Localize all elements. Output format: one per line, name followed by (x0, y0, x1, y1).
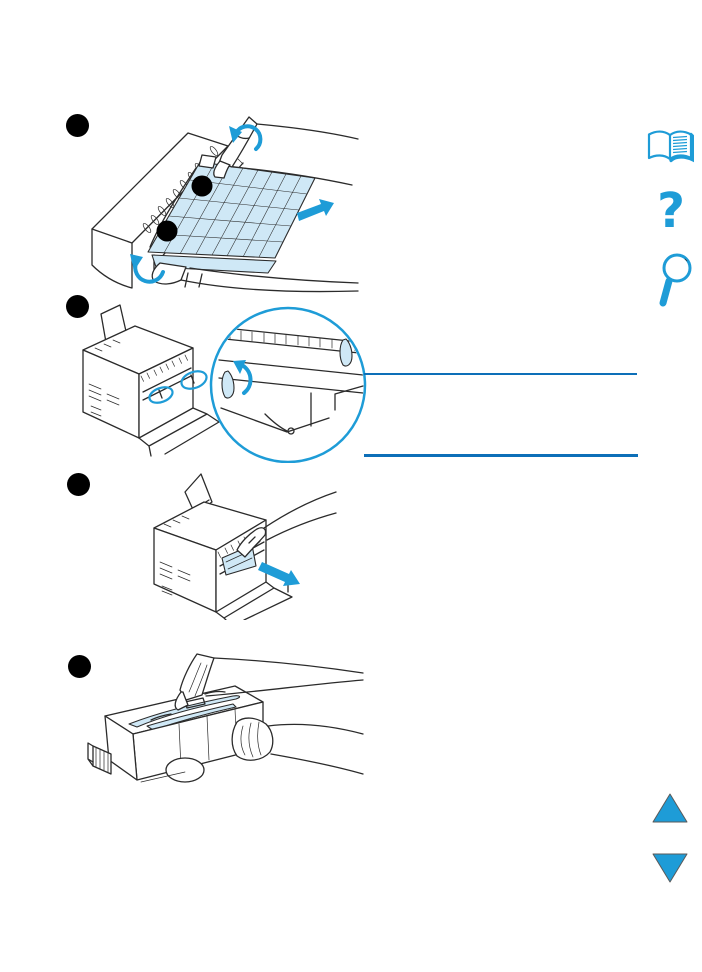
pull-arrow-icon (297, 199, 334, 221)
search-nav-button[interactable] (654, 248, 696, 308)
page-down-button[interactable] (652, 853, 688, 884)
rotate-arrow-bottom (130, 254, 165, 284)
question-mark-icon: ? (657, 183, 685, 239)
illustration-pull-fuser-out (153, 473, 337, 620)
callout-dot-2 (156, 220, 178, 242)
illustration-fuser-levers-detail (82, 304, 367, 463)
book-nav-button[interactable] (646, 127, 695, 165)
help-nav-button[interactable]: ? (654, 183, 688, 239)
step-4-marker (68, 655, 91, 678)
lever-callout-ellipse-2 (180, 370, 208, 390)
up-arrow-icon (652, 793, 688, 823)
rear-output-bin-tray (147, 154, 316, 288)
callout-dot-1 (191, 175, 213, 197)
lever-callout-ellipse-1 (148, 386, 174, 404)
printer-body (82, 304, 220, 457)
illustration-remove-rear-output-bin (91, 116, 359, 293)
note-rule-top (364, 373, 637, 375)
illustration-hold-fuser (87, 653, 364, 783)
step-3-marker (67, 473, 90, 496)
down-arrow-icon (652, 853, 688, 883)
book-icon (647, 130, 695, 163)
page-up-button[interactable] (652, 793, 688, 824)
fuser-lever-left (221, 370, 235, 399)
note-rule-bottom (364, 454, 638, 457)
hand (236, 491, 337, 558)
printer-body (153, 473, 293, 620)
rotate-arrow-top (229, 124, 263, 151)
step-1-marker (66, 114, 89, 137)
magnifying-glass-icon (659, 253, 692, 307)
step-2-marker (66, 295, 89, 318)
pull-out-arrow-icon (258, 562, 300, 586)
lower-hand (231, 717, 364, 775)
upper-hand (213, 116, 359, 186)
upper-hand (174, 653, 364, 711)
svg-text:?: ? (657, 184, 685, 238)
fuser-lever-right (339, 338, 353, 367)
